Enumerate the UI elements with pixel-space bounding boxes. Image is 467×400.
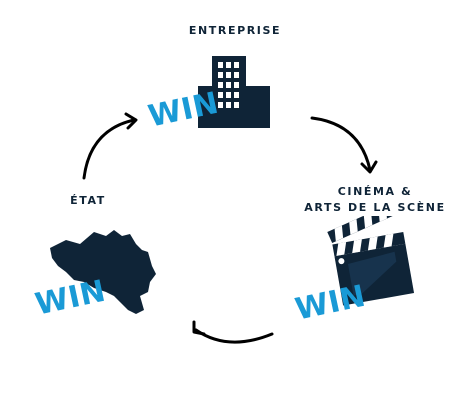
label-cinema: CINÉMA & ARTS DE LA SCÈNE xyxy=(300,184,450,216)
arrow-cinema-to-state xyxy=(194,328,274,344)
label-etat: ÉTAT xyxy=(70,194,106,207)
arrow-enterprise-to-cinema xyxy=(310,116,372,172)
label-cinema-line2: ARTS DE LA SCÈNE xyxy=(304,201,446,214)
label-cinema-line1: CINÉMA & xyxy=(337,185,413,198)
label-entreprise: ENTREPRISE xyxy=(188,24,282,37)
arrow-state-to-enterprise xyxy=(82,118,136,180)
clapperboard-icon xyxy=(327,216,415,306)
arrow-enterprise-to-cinema-head xyxy=(360,160,378,174)
arrow-cinema-to-state-head xyxy=(192,320,206,336)
arrow-state-to-enterprise-head xyxy=(124,112,138,130)
belgium-map-icon xyxy=(50,230,156,314)
office-building-icon xyxy=(198,56,270,128)
